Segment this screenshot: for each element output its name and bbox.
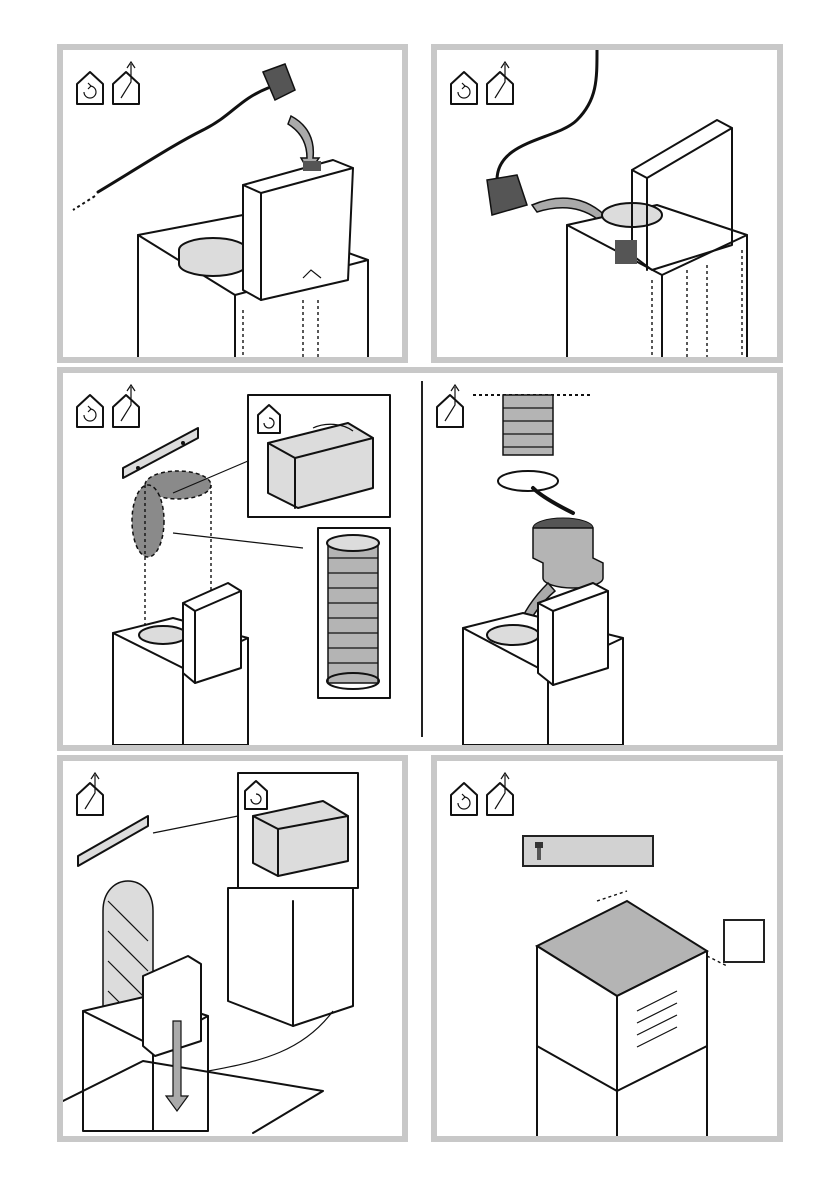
recirculation-mode-icon (77, 395, 103, 427)
extraction-mode-icon (487, 62, 513, 104)
recirculation-mode-icon (451, 72, 477, 104)
hood-body-right (463, 583, 623, 745)
wall-bracket (78, 816, 148, 866)
hood-body (83, 956, 208, 1131)
chimney-cover (228, 888, 353, 1026)
step-1-illustration (63, 50, 402, 357)
power-plug (263, 64, 295, 100)
hood-body-left (113, 583, 248, 745)
duct-adapter (533, 518, 603, 588)
extraction-mode-icon (113, 62, 139, 104)
power-cable (497, 50, 602, 180)
extraction-mode-icon (487, 773, 513, 815)
screw-parts-label (522, 835, 654, 867)
step-2-panel (431, 44, 783, 363)
hose-clamp (498, 471, 558, 491)
power-cable (73, 88, 268, 210)
extraction-mode-icon (437, 385, 463, 427)
step-3-panel (57, 367, 783, 751)
chimney-top (537, 901, 707, 1091)
power-plug (487, 175, 527, 215)
recirculation-mode-icon (77, 72, 103, 104)
recirculation-box-inset (248, 395, 390, 517)
step-2-illustration (437, 50, 777, 357)
flexible-duct (503, 395, 553, 455)
recirculation-mode-icon (451, 783, 477, 815)
hood-body (567, 203, 747, 357)
duct-outline-side (132, 485, 164, 557)
step-3-illustration (63, 373, 777, 745)
duct-hose-inset (318, 528, 390, 698)
screw-icon (534, 842, 544, 860)
recirculation-box-inset (238, 773, 358, 888)
step-4-illustration (63, 761, 402, 1136)
step-5-panel (431, 755, 783, 1142)
step-4-panel (57, 755, 408, 1142)
wall-bracket (123, 428, 198, 478)
extraction-mode-icon (113, 385, 139, 427)
step-1-panel (57, 44, 408, 363)
filter-box (243, 160, 353, 300)
detail-marker-box (723, 919, 765, 963)
extraction-mode-icon (77, 773, 103, 815)
